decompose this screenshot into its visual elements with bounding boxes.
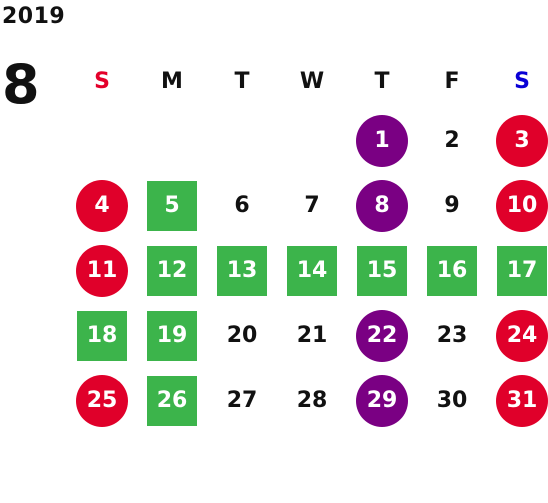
day-cell-1[interactable]: 1	[347, 108, 417, 173]
day-number: 19	[147, 310, 197, 361]
weekday-header-monday: M	[161, 69, 183, 94]
day-number: 26	[147, 375, 197, 426]
day-cell-29[interactable]: 29	[347, 368, 417, 433]
day-cell-12[interactable]: 12	[137, 238, 207, 303]
weekday-header-thursday: T	[374, 69, 390, 94]
empty-day-cell	[67, 108, 137, 173]
day-cell-24[interactable]: 24	[487, 303, 548, 368]
day-cell-18[interactable]: 18	[67, 303, 137, 368]
weekday-header-sunday: S	[94, 69, 110, 94]
day-number: 12	[147, 245, 197, 296]
day-cell-19[interactable]: 19	[137, 303, 207, 368]
day-number: 21	[296, 323, 328, 348]
day-number: 17	[497, 245, 547, 296]
day-cell-16[interactable]: 16	[417, 238, 487, 303]
day-number: 14	[287, 245, 337, 296]
day-number: 18	[77, 310, 127, 361]
day-cell-13[interactable]: 13	[207, 238, 277, 303]
day-number: 22	[356, 309, 408, 362]
day-cell-27[interactable]: 27	[207, 368, 277, 433]
day-cell-22[interactable]: 22	[347, 303, 417, 368]
day-cell-2[interactable]: 2	[417, 108, 487, 173]
day-cell-10[interactable]: 10	[487, 173, 548, 238]
weekday-header-friday: F	[444, 69, 460, 94]
year-label: 2019	[2, 4, 66, 29]
day-number: 7	[304, 193, 320, 218]
day-number: 8	[356, 179, 408, 232]
day-cell-21[interactable]: 21	[277, 303, 347, 368]
day-number: 23	[436, 323, 468, 348]
day-number: 13	[217, 245, 267, 296]
empty-day-cell	[207, 108, 277, 173]
day-number: 30	[436, 388, 468, 413]
day-cell-15[interactable]: 15	[347, 238, 417, 303]
day-number: 31	[496, 374, 548, 427]
day-number: 27	[226, 388, 258, 413]
day-number: 24	[496, 309, 548, 362]
day-number: 1	[356, 114, 408, 167]
empty-day-cell	[137, 108, 207, 173]
day-cell-23[interactable]: 23	[417, 303, 487, 368]
day-cell-26[interactable]: 26	[137, 368, 207, 433]
day-number: 16	[427, 245, 477, 296]
day-cell-4[interactable]: 4	[67, 173, 137, 238]
day-number: 5	[147, 180, 197, 231]
day-number: 25	[76, 374, 128, 427]
day-number: 29	[356, 374, 408, 427]
day-number: 10	[496, 179, 548, 232]
empty-day-cell	[277, 108, 347, 173]
day-cell-14[interactable]: 14	[277, 238, 347, 303]
day-cell-25[interactable]: 25	[67, 368, 137, 433]
day-cell-30[interactable]: 30	[417, 368, 487, 433]
weekday-header-wednesday: W	[299, 69, 325, 94]
day-cell-6[interactable]: 6	[207, 173, 277, 238]
day-cell-3[interactable]: 3	[487, 108, 548, 173]
day-cell-28[interactable]: 28	[277, 368, 347, 433]
day-cell-5[interactable]: 5	[137, 173, 207, 238]
day-cell-8[interactable]: 8	[347, 173, 417, 238]
day-cell-9[interactable]: 9	[417, 173, 487, 238]
weekday-header-saturday: S	[514, 69, 530, 94]
day-number: 6	[234, 193, 250, 218]
day-number: 2	[444, 128, 460, 153]
day-cell-20[interactable]: 20	[207, 303, 277, 368]
day-cell-31[interactable]: 31	[487, 368, 548, 433]
day-number: 28	[296, 388, 328, 413]
day-number: 4	[76, 179, 128, 232]
day-cell-7[interactable]: 7	[277, 173, 347, 238]
day-number: 15	[357, 245, 407, 296]
day-number: 11	[76, 244, 128, 297]
day-cell-17[interactable]: 17	[487, 238, 548, 303]
day-number: 3	[496, 114, 548, 167]
day-number: 9	[444, 193, 460, 218]
day-number: 20	[226, 323, 258, 348]
day-cell-11[interactable]: 11	[67, 238, 137, 303]
weekday-header-tuesday: T	[234, 69, 250, 94]
month-number: 8	[2, 53, 40, 116]
